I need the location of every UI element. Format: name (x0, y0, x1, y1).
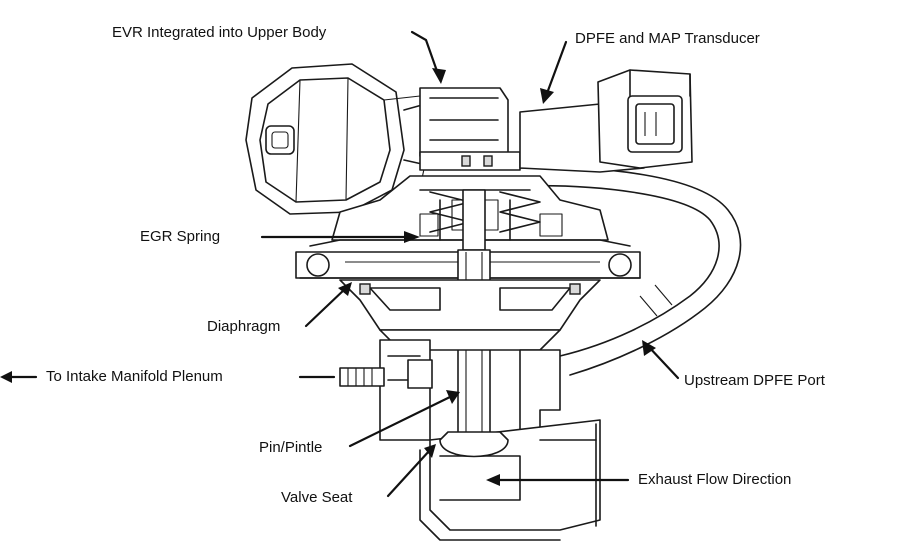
dpfe-map-transducer (519, 69, 693, 173)
pintle-arrowhead (446, 390, 460, 404)
valve-seat-arrowhead (424, 444, 436, 458)
upstream-port-arrowhead (642, 340, 656, 356)
label-dpfe-map: DPFE and MAP Transducer (575, 30, 760, 47)
label-egr-spring: EGR Spring (140, 228, 221, 245)
diaphragm-assembly (339, 279, 601, 351)
intake-arrowhead (0, 371, 12, 383)
pintle-leader (348, 394, 454, 448)
dpfe-map-leader (544, 40, 568, 98)
exhaust-flow-arrowhead (486, 474, 500, 486)
label-diaphragm: Diaphragm (207, 318, 281, 335)
label-upstream-port: Upstream DPFE Port (684, 372, 825, 389)
upper-body (419, 87, 521, 171)
label-intake: To Intake Manifold Plenum (46, 368, 223, 385)
diaphragm-arrowhead (338, 282, 352, 296)
evr-leader (410, 30, 440, 76)
diaphragm-leader (304, 286, 348, 328)
intake-fitting (339, 367, 385, 387)
label-valve-seat: Valve Seat (281, 489, 353, 506)
label-evr: EVR Integrated into Upper Body (112, 24, 327, 41)
label-pintle: Pin/Pintle (259, 439, 323, 456)
label-exhaust-flow: Exhaust Flow Direction (638, 471, 792, 488)
evr-arrowhead (432, 68, 446, 84)
upstream-port-leader (646, 344, 680, 380)
valve-seat-leader (386, 448, 432, 498)
lower-body (379, 339, 601, 541)
leader-lines (0, 30, 680, 498)
egr-spring-arrowhead (404, 231, 420, 243)
dpfe-map-arrowhead (540, 88, 554, 104)
